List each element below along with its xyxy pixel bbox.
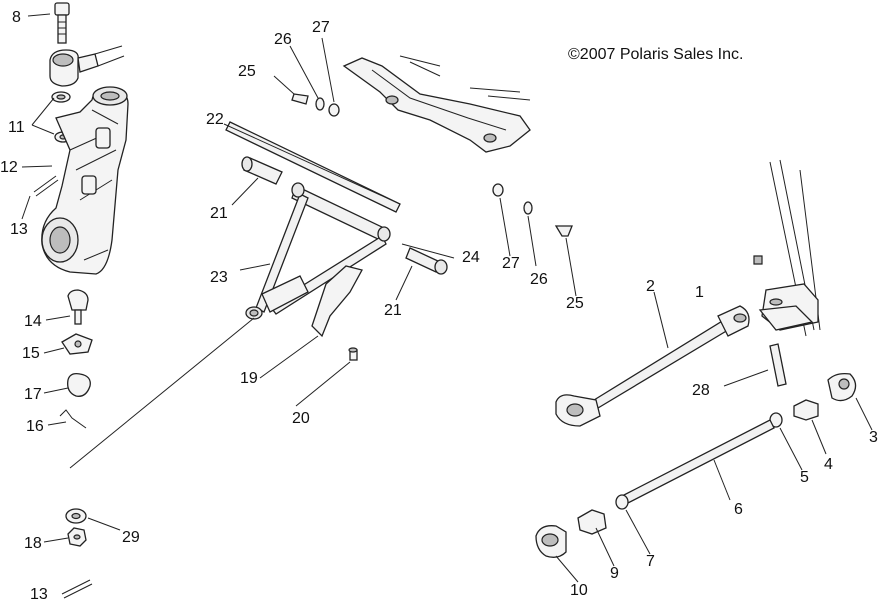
callout-23: 23 [210,269,228,286]
nut-27-upper [328,103,340,117]
callout-17: 17 [24,386,42,403]
callout-28: 28 [692,382,710,399]
washer-11 [51,91,71,103]
callout-20: 20 [292,410,310,427]
callout-10: 10 [570,582,588,599]
cotter-pin-13-upper [33,175,59,197]
callout-24: 24 [462,249,480,266]
tie-rod-6 [621,419,775,505]
callout-5: 5 [800,469,809,486]
callout-14: 14 [24,313,42,330]
a-arm-23 [245,182,391,320]
callout-9: 9 [610,565,619,582]
nut-27-lower [492,183,504,197]
callout-21-lower: 21 [384,302,402,319]
washer-26-upper [315,97,325,111]
callout-25-upper: 25 [238,63,256,80]
bushing-21-upper [241,156,283,185]
ball-joint-14 [67,289,89,325]
callout-7: 7 [646,553,655,570]
bolt-25-lower [554,225,573,237]
callout-19: 19 [240,370,258,387]
callout-4: 4 [824,456,833,473]
callout-27-lower: 27 [502,255,520,272]
callout-27-upper: 27 [312,19,330,36]
copyright-notice: ©2007 Polaris Sales Inc. [568,46,743,63]
callout-11: 11 [8,119,25,136]
callout-16: 16 [26,418,44,435]
bushing-21-lower [405,247,448,275]
leader-lines [21,13,873,583]
tie-rod-end-upper [49,45,125,87]
callout-25-lower: 25 [566,295,584,312]
bolt-8 [54,2,70,44]
bolt-25-upper [291,93,309,105]
bracket-15 [61,333,93,355]
callout-29: 29 [122,529,140,546]
washer-26-lower [523,201,533,215]
callout-26-upper: 26 [274,31,292,48]
callout-13-lower: 13 [30,586,48,601]
callout-6: 6 [734,501,743,518]
jam-nut-4 [793,399,819,421]
callout-2: 2 [646,278,655,295]
callout-8: 8 [12,9,21,26]
tie-rod-2 [555,305,750,427]
callout-3: 3 [869,429,878,446]
screw-20 [348,347,358,361]
callout-15: 15 [22,345,40,362]
washer-7 [615,494,629,510]
callout-21-upper: 21 [210,205,228,222]
rod-end-10 [535,525,567,558]
clip-16 [59,409,87,429]
callout-26-lower: 26 [530,271,548,288]
cotter-pin-13-lower [61,579,93,599]
steering-post [753,159,821,337]
jam-nut-9 [577,509,607,535]
callout-12: 12 [0,159,18,176]
bolt-28 [769,343,787,387]
callout-13-upper: 13 [10,221,28,238]
frame-mount-bracket [342,55,531,153]
steering-knuckle [41,86,129,275]
washer-29 [65,508,87,524]
guard-19 [311,265,363,338]
callout-18: 18 [24,535,42,552]
callout-22: 22 [206,111,224,128]
rod-end-3 [827,372,857,402]
callout-1: 1 [695,284,704,301]
nut-18 [67,527,87,547]
boot-17 [67,372,91,397]
